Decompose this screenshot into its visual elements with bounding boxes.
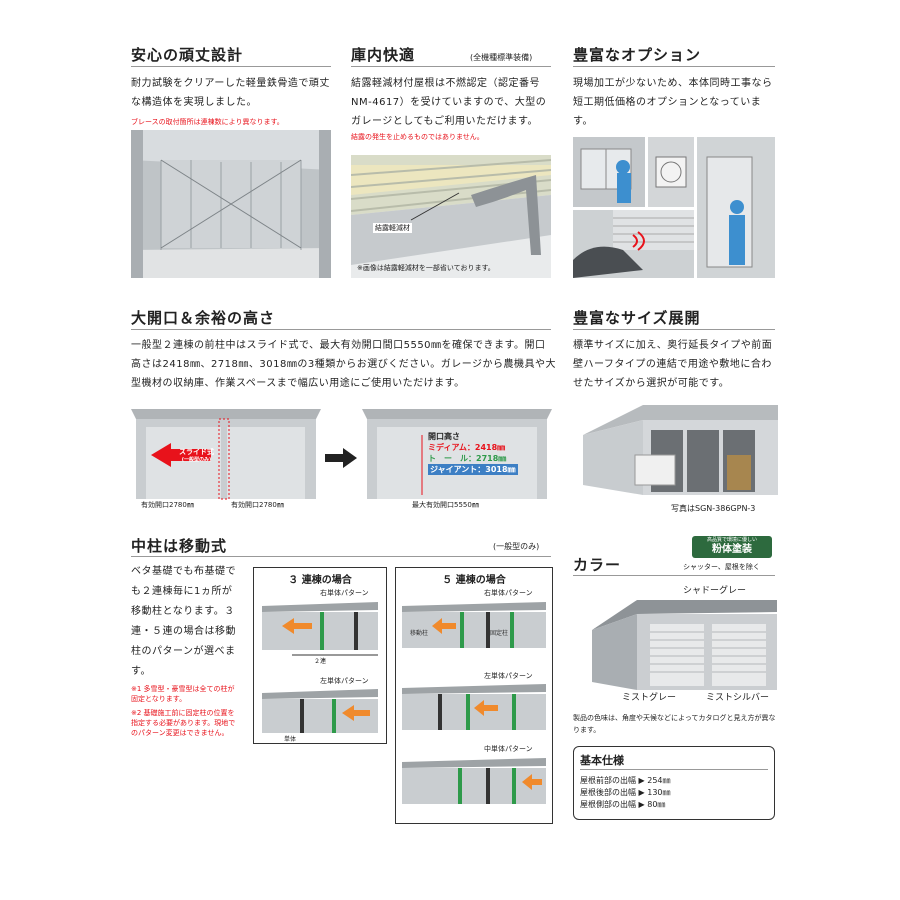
- color-garage-photo: [592, 590, 777, 700]
- divider: [573, 575, 775, 576]
- window-option-photo: [573, 137, 645, 207]
- sizes-title: 豊富なサイズ展開: [573, 309, 701, 327]
- spec-line-2: 屋根後部の出幅 ▶ 130㎜: [580, 788, 671, 797]
- slide-label: スライド式: [179, 448, 214, 456]
- comfort-tag: (全機種標準装備): [470, 53, 533, 62]
- pattern-left-label: 左単体パターン: [320, 677, 369, 685]
- color-mist-gray: ミストグレー: [622, 693, 677, 703]
- door-option-photo: [697, 137, 775, 278]
- pattern-right-label-5: 右単体パターン: [484, 589, 533, 597]
- opening-body: 一般型２連棟の前柱中はスライド式で、最大有効開口間口5550㎜を確保できます。開…: [131, 340, 557, 389]
- height-title: 開口高さ: [428, 432, 460, 441]
- comfort-note: 結露の発生を止めるものではありません。: [351, 133, 484, 141]
- roof-condensation-photo: 結露軽減材 ※画像は結露軽減材を一部省いております。: [351, 155, 551, 278]
- right-width: 最大有効開口5550㎜: [412, 501, 479, 509]
- slide-sub: (一般型のみ): [181, 457, 212, 463]
- ventilation-fan-photo: [648, 137, 694, 207]
- condensation-label: 結露軽減材: [373, 223, 412, 233]
- divider: [351, 66, 551, 67]
- arrow-right-icon: [325, 448, 357, 472]
- pillar-note-2: ※2 基礎施工前に固定柱の位置を指定する必要があります。現地でのパターン変更はで…: [131, 709, 236, 737]
- spec-line-1: 屋根前部の出幅 ▶ 254㎜: [580, 776, 671, 785]
- color-shadow-gray: シャドーグレー: [683, 586, 747, 596]
- pillar-body: ベタ基礎でも布基礎でも２連棟毎に1ヵ所が移動柱となります。３連・５連の場合は移動…: [131, 566, 236, 677]
- height-giant: ジャイアント：3018㎜: [428, 464, 518, 475]
- opening-height-diagram: 開口高さ ミディアム：2418㎜ ト ー ル：2718㎜ ジャイアント：3018…: [362, 405, 552, 510]
- options-title: 豊富なオプション: [573, 46, 702, 64]
- powder-coat-badge: 高品質で環境に優しい 粉体塗装: [692, 536, 772, 558]
- pillar-title: 中柱は移動式: [131, 537, 228, 555]
- spec-title: 基本仕様: [580, 754, 624, 767]
- divider: [131, 556, 551, 557]
- spec-line-3: 屋根側部の出幅 ▶ 80㎜: [580, 800, 666, 809]
- opening-title: 大開口＆余裕の高さ: [131, 309, 276, 327]
- left-width-1: 有効開口2780㎜: [141, 501, 194, 509]
- height-tall: ト ー ル：2718㎜: [428, 454, 507, 463]
- badge-main: 粉体塗装: [712, 544, 752, 555]
- slide-door-diagram: スライド式 (一般型のみ) 有効開口2780㎜ 有効開口2780㎜: [131, 405, 321, 510]
- shutter-remote-photo: [573, 210, 694, 278]
- interior-frame-photo: [131, 130, 331, 278]
- label-single: 単体: [284, 736, 297, 743]
- options-body: 現場加工が少ないため、本体同時工事なら短工期低価格のオプションとなっています。: [573, 78, 773, 127]
- label-move: 移動柱: [410, 630, 429, 637]
- color-mist-silver: ミストシルバー: [706, 693, 770, 703]
- pattern-middle-label: 中単体パターン: [484, 745, 533, 753]
- badge-sub: シャッター、屋根を除く: [683, 563, 760, 571]
- multi-bay-garage-photo: [573, 395, 778, 500]
- sizes-body: 標準サイズに加え、奥行延長タイプや前面壁ハーフタイプの連結で用途や敷地に合わせた…: [573, 340, 773, 389]
- pillar-note-1: ※1 多雪型・豪雪型は全ての柱が固定となります。: [131, 685, 235, 703]
- label-fixed: 固定柱: [490, 630, 509, 637]
- divider: [131, 66, 331, 67]
- comfort-body: 結露軽減材付屋根は不燃認定（認定番号NM-4617）を受けていますので、大型のガ…: [351, 78, 547, 127]
- badge-top: 高品質で環境に優しい: [706, 537, 757, 543]
- color-note: 製品の色味は、角度や天候などによってカタログと見え方が異なります。: [573, 714, 776, 734]
- five-bay-title: ５ 連棟の場合: [442, 575, 506, 586]
- spec-box: 基本仕様 屋根前部の出幅 ▶ 254㎜ 屋根後部の出幅 ▶ 130㎜ 屋根側部の…: [573, 746, 775, 820]
- comfort-title: 庫内快適: [351, 46, 416, 64]
- left-width-2: 有効開口2780㎜: [231, 501, 284, 509]
- three-bay-title: ３ 連棟の場合: [288, 575, 352, 586]
- height-medium: ミディアム：2418㎜: [428, 443, 506, 452]
- label-two-bay: ２連: [314, 658, 327, 665]
- pillar-tag: (一般型のみ): [493, 542, 540, 551]
- sturdy-note: ブレースの取付箇所は連棟数により異なります。: [131, 118, 284, 126]
- sizes-caption: 写真はSGN-386GPN-3: [671, 504, 756, 513]
- pattern-right-label: 右単体パターン: [320, 589, 369, 597]
- divider: [131, 329, 551, 330]
- sturdy-body: 耐力試験をクリアーした軽量鉄骨造で頑丈な構造体を実現しました。: [131, 78, 330, 108]
- divider: [573, 66, 775, 67]
- three-bay-box: ３ 連棟の場合 右単体パターン ２連 左単体パターン 単体: [253, 567, 387, 744]
- five-bay-box: ５ 連棟の場合 右単体パターン 左単体パターン 中単体パターン 移動柱 固定柱: [395, 567, 553, 824]
- divider: [573, 329, 775, 330]
- photo-caption: ※画像は結露軽減材を一部省いております。: [357, 264, 495, 272]
- sturdy-title: 安心の頑丈設計: [131, 46, 244, 64]
- color-title: カラー: [573, 556, 622, 574]
- pattern-left-label-5: 左単体パターン: [484, 672, 533, 680]
